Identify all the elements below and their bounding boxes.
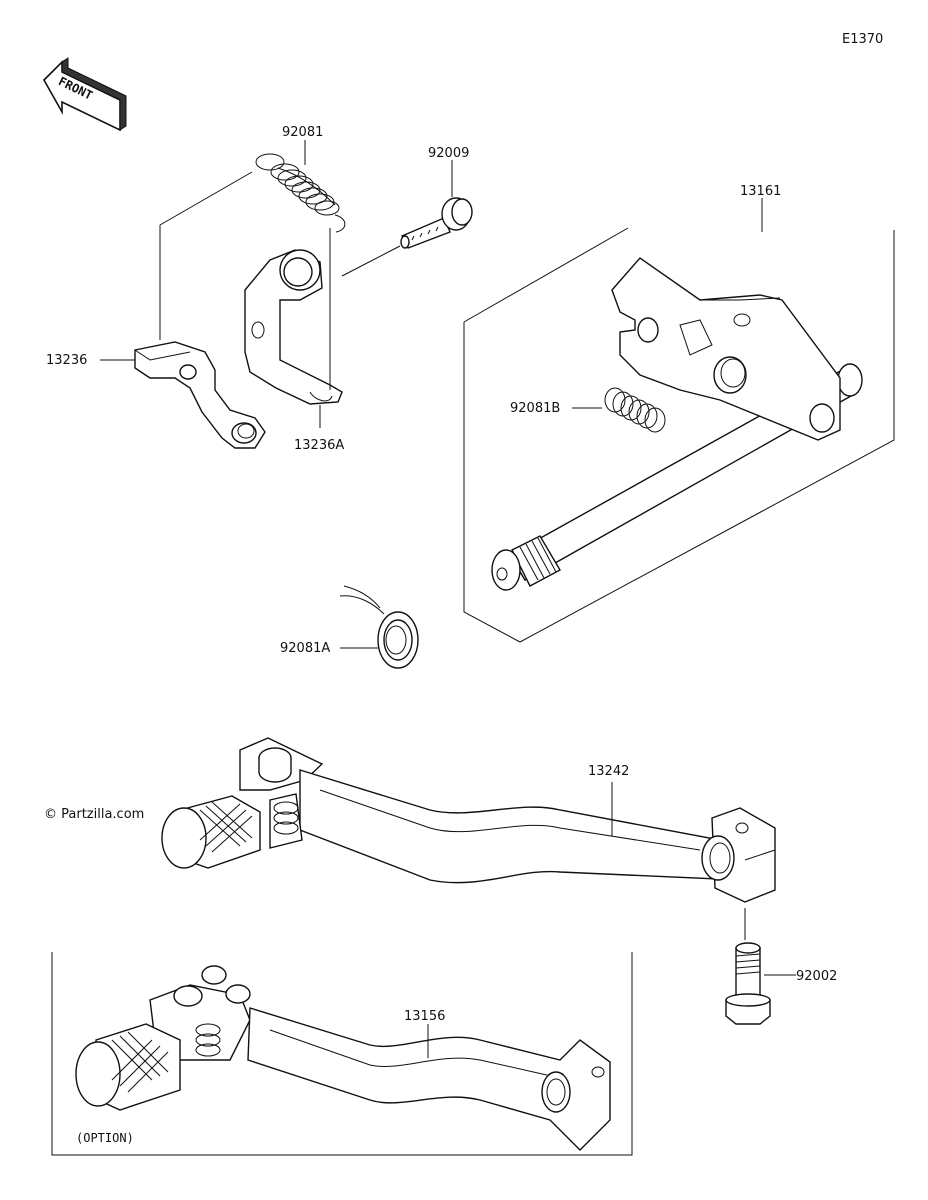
option-label: (OPTION) <box>76 1131 134 1145</box>
stopper-13236A <box>244 249 343 405</box>
bolt-92002 <box>725 942 771 1025</box>
part-label-92081A: 92081A <box>280 641 330 656</box>
option-box <box>51 952 633 1156</box>
part-label-13236A: 13236A <box>294 438 344 453</box>
clip-92081A <box>339 585 419 669</box>
spring-92081 <box>255 153 346 233</box>
spring-92081B <box>604 387 666 433</box>
shift-arm-13236 <box>134 341 266 449</box>
option-pedal-13156 <box>75 965 611 1151</box>
part-label-92009: 92009 <box>428 146 469 161</box>
diagram-code: E1370 <box>842 32 883 47</box>
shift-shaft-13161 <box>491 257 863 591</box>
part-label-92002: 92002 <box>796 969 837 984</box>
part-label-92081B: 92081B <box>510 401 560 416</box>
part-label-13242: 13242 <box>588 764 629 779</box>
part-label-92081: 92081 <box>282 125 323 140</box>
part-label-13161: 13161 <box>740 184 781 199</box>
shift-pedal-13242 <box>161 737 776 903</box>
part-label-13156: 13156 <box>404 1009 445 1024</box>
watermark: © Partzilla.com <box>44 807 144 822</box>
part-label-13236: 13236 <box>46 353 87 368</box>
bolt-92009 <box>400 197 473 249</box>
shaft-assy-outline <box>463 227 629 323</box>
front-arrow-icon: FRONT <box>43 57 127 132</box>
